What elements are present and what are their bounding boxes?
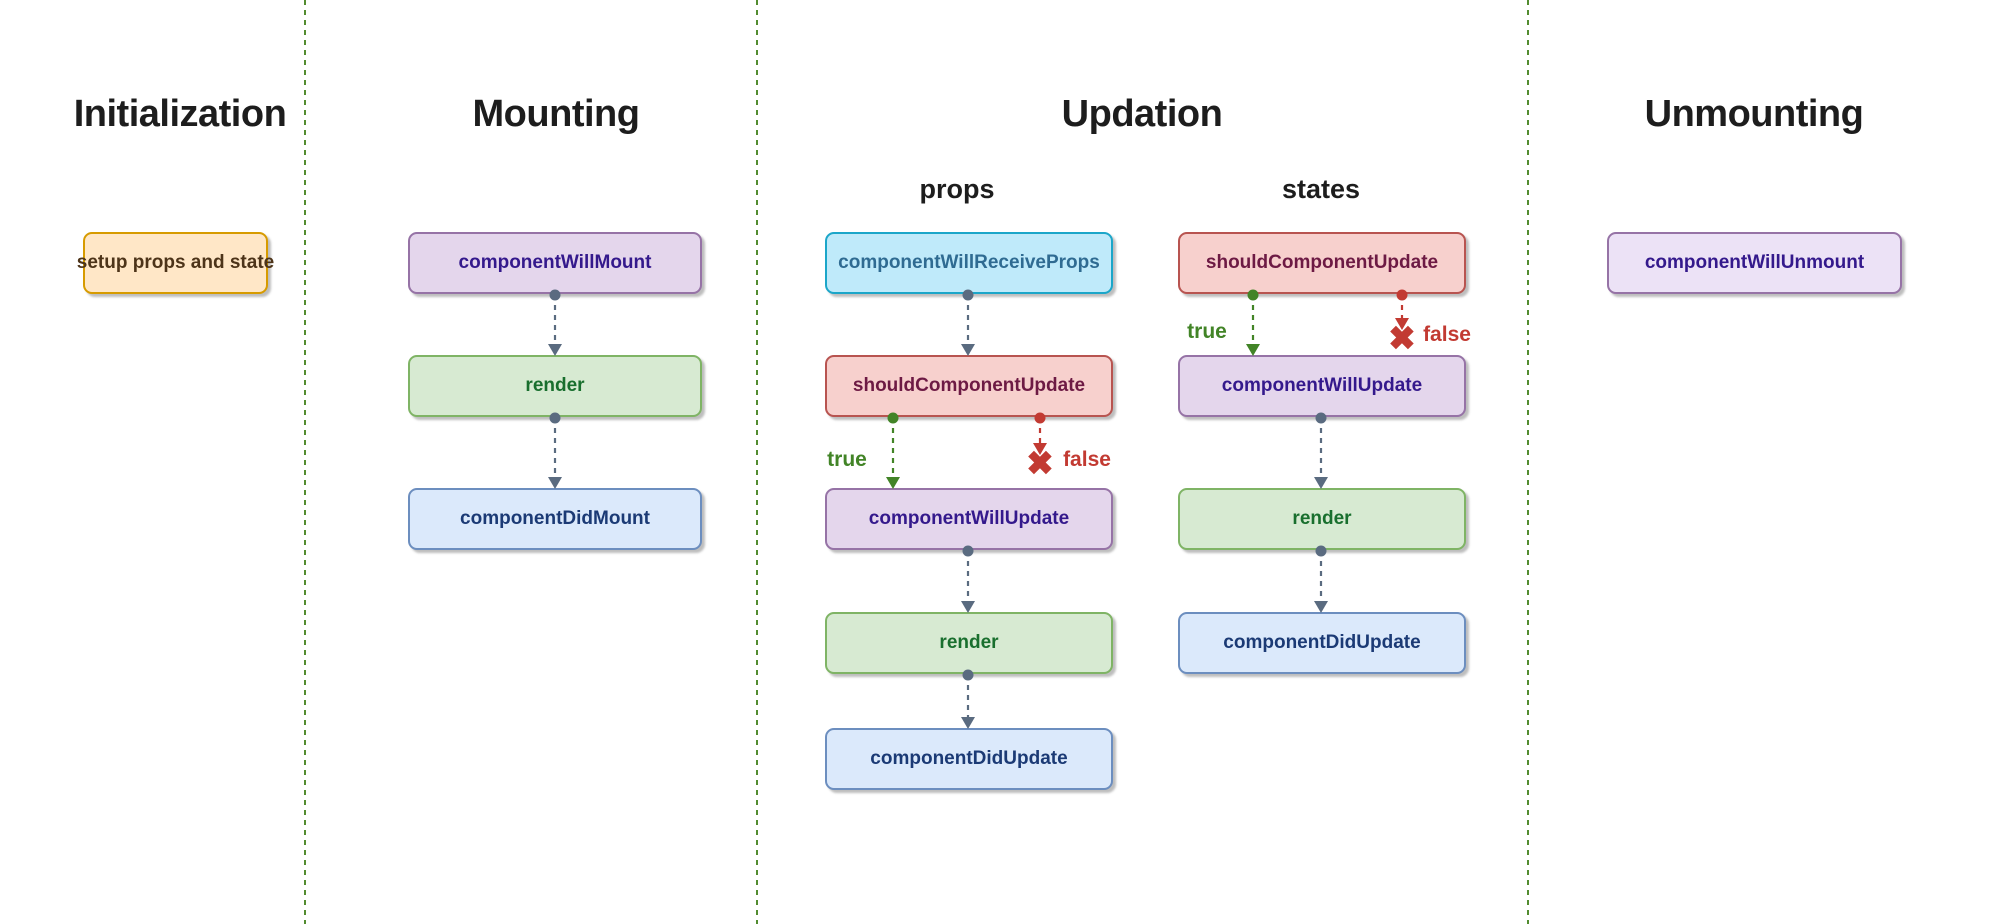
false-label-props: false bbox=[1063, 448, 1111, 471]
section-title-initialization: Initialization bbox=[73, 93, 287, 135]
true-arrow-props bbox=[886, 412, 900, 489]
section-title-mounting: Mounting bbox=[472, 93, 640, 135]
false-label-states: false bbox=[1423, 323, 1471, 346]
node-render-props: render bbox=[825, 612, 1113, 674]
node-render-states: render bbox=[1178, 488, 1466, 550]
node-should-component-update-states: shouldComponentUpdate bbox=[1178, 232, 1466, 294]
node-component-did-update-states: componentDidUpdate bbox=[1178, 612, 1466, 674]
separator-line-3 bbox=[1527, 0, 1529, 924]
true-label-props: true bbox=[827, 448, 867, 471]
flow-arrow-willreceiveprops-to-shouldupdate bbox=[961, 289, 975, 356]
node-should-component-update-props: shouldComponentUpdate bbox=[825, 355, 1113, 417]
node-component-will-update-props: componentWillUpdate bbox=[825, 488, 1113, 550]
node-component-will-update-states: componentWillUpdate bbox=[1178, 355, 1466, 417]
column-label-states: states bbox=[1281, 174, 1361, 204]
flow-arrow-willupdate-to-render-states bbox=[1314, 412, 1328, 489]
separator-line-1 bbox=[304, 0, 306, 924]
true-arrow-states bbox=[1246, 289, 1260, 356]
node-component-did-mount: componentDidMount bbox=[408, 488, 702, 550]
node-component-will-unmount: componentWillUnmount bbox=[1607, 232, 1902, 294]
section-title-unmounting: Unmounting bbox=[1644, 93, 1864, 135]
node-component-will-mount: componentWillMount bbox=[408, 232, 702, 294]
flow-arrow-willupdate-to-render-props bbox=[961, 545, 975, 613]
node-component-did-update-props: componentDidUpdate bbox=[825, 728, 1113, 790]
flow-arrow-render-to-didmount bbox=[548, 412, 562, 489]
flow-arrow-render-to-didupdate-states bbox=[1314, 545, 1328, 613]
node-setup-props-and-state: setup props and state bbox=[77, 232, 274, 294]
false-cross-icon-props: ✖ bbox=[1026, 444, 1054, 482]
true-label-states: true bbox=[1187, 320, 1227, 343]
separator-line-2 bbox=[756, 0, 758, 924]
column-label-props: props bbox=[919, 174, 995, 204]
node-render-mounting: render bbox=[408, 355, 702, 417]
false-cross-icon-states: ✖ bbox=[1388, 319, 1416, 357]
node-component-will-receive-props: componentWillReceiveProps bbox=[825, 232, 1113, 294]
section-title-updation: Updation bbox=[1061, 93, 1223, 135]
flow-arrow-willmount-to-render bbox=[548, 289, 562, 356]
flow-arrow-render-to-didupdate-props bbox=[961, 669, 975, 729]
